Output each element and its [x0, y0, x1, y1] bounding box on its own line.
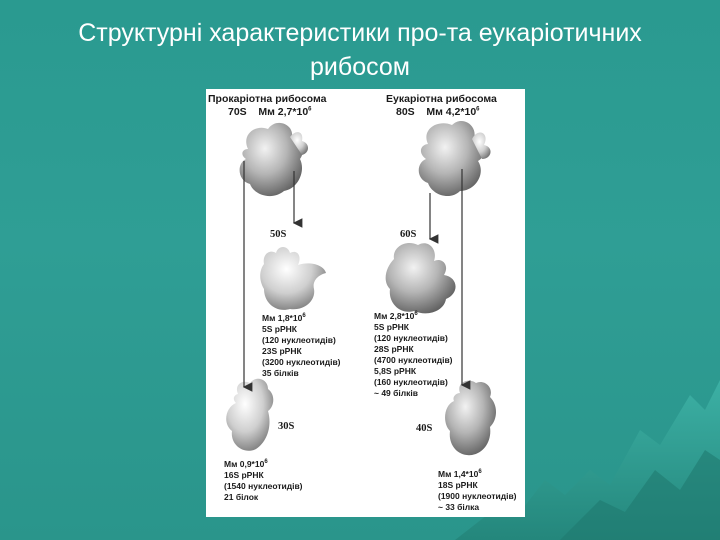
stats-60s-line: ~ 49 білків — [374, 388, 418, 398]
stats-40s-line: 18S рРНК — [438, 480, 478, 490]
subunit-60s-shape — [385, 242, 456, 314]
stats-60s-line: (160 нуклеотидів) — [374, 377, 448, 387]
prokaryote-70s-info: 70S Мм 2,7*106 — [208, 106, 326, 119]
label-40s: 40S — [416, 423, 433, 434]
stats-40s-line: (1900 нуклеотидів) — [438, 491, 517, 501]
prokaryote-mass-exponent: 6 — [308, 106, 312, 113]
label-50s: 50S — [270, 229, 287, 240]
mountain-ridge — [560, 450, 720, 540]
stats-60s-line: 28S рРНК — [374, 344, 414, 354]
subunit-40s-shape — [445, 380, 496, 456]
prokaryote-sedimentation: 70S — [228, 106, 247, 118]
stats-60s-line: (4700 нуклеотидів) — [374, 355, 453, 365]
stats-60s-mass: Мм 2,8*106 — [374, 311, 418, 321]
eukaryote-header: Еукаріотна рибосома 80S Мм 4,2*106 — [386, 93, 497, 119]
stats-60s-line: (120 нуклеотидів) — [374, 333, 448, 343]
stats-30s-line: 21 білок — [224, 492, 259, 502]
label-60s: 60S — [400, 229, 417, 240]
stats-50s-line: 35 білків — [262, 368, 299, 378]
slide-title: Структурні характеристики про-та еукаріо… — [20, 16, 700, 84]
prokaryote-title: Прокаріотна рибосома — [208, 93, 327, 105]
stats-40s-line: ~ 33 білка — [438, 502, 480, 512]
eukaryote-title: Еукаріотна рибосома — [386, 93, 497, 105]
stats-60s: Мм 2,8*106 5S рРНК (120 нуклеотидів) 28S… — [374, 311, 453, 399]
ribosome-70s-shape — [239, 122, 308, 197]
stats-50s-mass: Мм 1,8*106 — [262, 313, 306, 323]
eukaryote-sedimentation: 80S — [396, 106, 415, 118]
title-line-2: рибосом — [310, 53, 410, 81]
ribosome-diagram-panel: Прокаріотна рибосома 70S Мм 2,7*106 Еука… — [206, 89, 525, 517]
label-30s: 30S — [278, 421, 295, 432]
stats-60s-line: 5,8S рРНК — [374, 366, 417, 376]
subunit-50s-shape — [260, 247, 326, 310]
stats-40s: Мм 1,4*106 18S рРНК (1900 нуклеотидів) ~… — [438, 469, 517, 513]
stats-50s-line: (120 нуклеотидів) — [262, 335, 336, 345]
ribosome-diagram — [226, 120, 496, 456]
eukaryote-mass-exponent: 6 — [476, 106, 480, 113]
stats-40s-mass: Мм 1,4*106 — [438, 469, 482, 479]
stats-60s-line: 5S рРНК — [374, 322, 409, 332]
stats-30s: Мм 0,9*106 16S рРНК (1540 нуклеотидів) 2… — [224, 459, 303, 503]
subunit-30s-shape — [226, 378, 274, 451]
stats-50s-line: 23S рРНК — [262, 346, 302, 356]
stats-30s-mass: Мм 0,9*106 — [224, 459, 268, 469]
stats-30s-line: (1540 нуклеотидів) — [224, 481, 303, 491]
prokaryote-header: Прокаріотна рибосома 70S Мм 2,7*106 — [208, 93, 326, 119]
stats-50s-line: 5S рРНК — [262, 324, 297, 334]
prokaryote-mass: Мм 2,7*10 — [258, 106, 309, 118]
ribosome-80s-shape — [418, 120, 491, 197]
eukaryote-mass: Мм 4,2*10 — [426, 106, 477, 118]
stats-30s-line: 16S рРНК — [224, 470, 264, 480]
eukaryote-80s-info: 80S Мм 4,2*106 — [386, 106, 497, 119]
title-line-1: Структурні характеристики про-та еукаріо… — [78, 19, 642, 47]
stats-50s: Мм 1,8*106 5S рРНК (120 нуклеотидів) 23S… — [262, 313, 341, 379]
stats-50s-line: (3200 нуклеотидів) — [262, 357, 341, 367]
